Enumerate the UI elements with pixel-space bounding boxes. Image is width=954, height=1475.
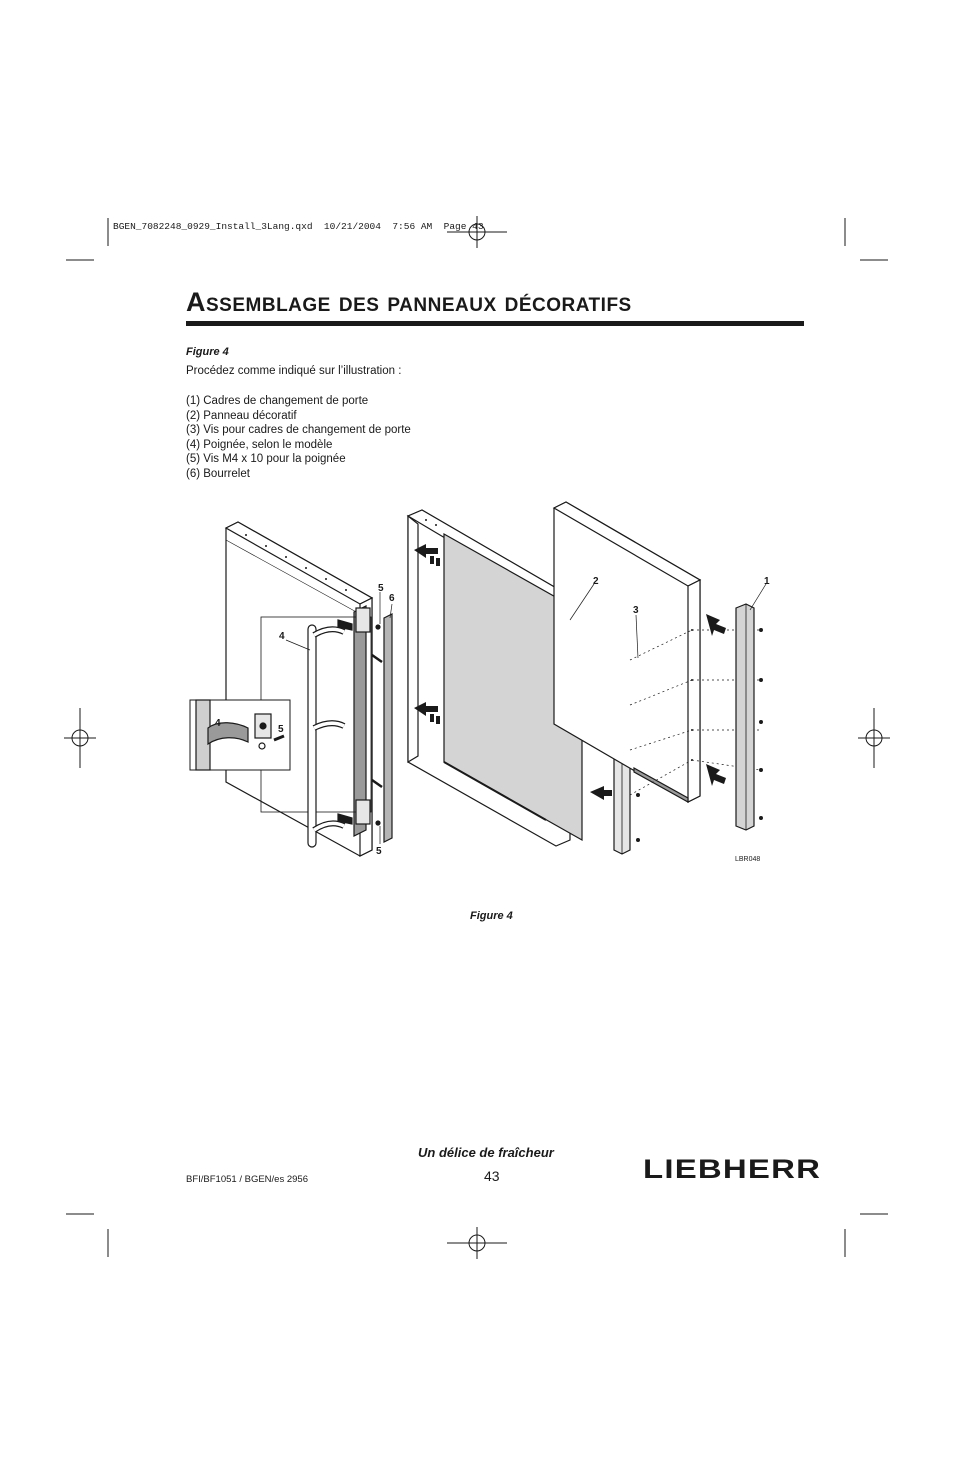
page-heading: Assemblage des panneaux décoratifs — [186, 285, 804, 326]
print-slug: BGEN_7082248_0929_Install_3Lang.qxd 10/2… — [113, 221, 484, 232]
callout-6: 6 — [389, 593, 395, 604]
callout-5-bottom: 5 — [376, 846, 382, 857]
callout-labels: 1 2 3 4 5 6 4 5 5 — [215, 576, 770, 857]
list-item: (1) Cadres de changement de porte — [186, 395, 369, 407]
list-item: (6) Bourrelet — [186, 467, 250, 480]
tagline: Un délice de fraîcheur — [418, 1145, 554, 1160]
left-door — [224, 521, 383, 857]
handle-detail-inset — [189, 699, 291, 771]
intro-text: Procédez comme indiqué sur l’illustratio… — [186, 365, 402, 377]
callout-2: 2 — [593, 576, 599, 587]
list-item: (4) Poignée, selon le modèle — [186, 438, 333, 451]
callout-5-inset: 5 — [278, 724, 284, 735]
assembly-diagram: 1 2 3 4 5 6 4 5 5 LBR048 — [189, 501, 770, 863]
callout-3: 3 — [633, 605, 639, 616]
seal-strip — [383, 613, 393, 843]
callout-1: 1 — [764, 576, 770, 587]
callout-4-inset: 4 — [215, 718, 221, 729]
door-frame-right — [706, 603, 763, 831]
handle — [307, 607, 371, 848]
right-door — [552, 501, 761, 804]
middle-door — [406, 509, 583, 847]
list-item: (5) Vis M4 x 10 pour la poignée — [186, 453, 346, 466]
figure-caption: Figure 4 — [470, 910, 513, 922]
list-item: (2) Panneau décoratif — [186, 409, 297, 422]
brand-logo: LIEBHERR — [643, 1154, 822, 1184]
callout-4: 4 — [279, 631, 285, 642]
parts-list: (1) Cadres de changement de porte (2) Pa… — [186, 394, 411, 482]
callout-5: 5 — [378, 583, 384, 594]
title-underline — [186, 321, 804, 326]
list-item: (3) Vis pour cadres de changement de por… — [186, 424, 411, 437]
doc-reference: BFI/BF1051 / BGEN/es 2956 — [186, 1174, 308, 1185]
page-number: 43 — [484, 1168, 500, 1184]
decor-panel — [443, 532, 583, 842]
figure-label: Figure 4 — [186, 346, 229, 358]
image-code: LBR048 — [735, 856, 760, 863]
page-title: Assemblage des panneaux décoratifs — [186, 287, 632, 317]
